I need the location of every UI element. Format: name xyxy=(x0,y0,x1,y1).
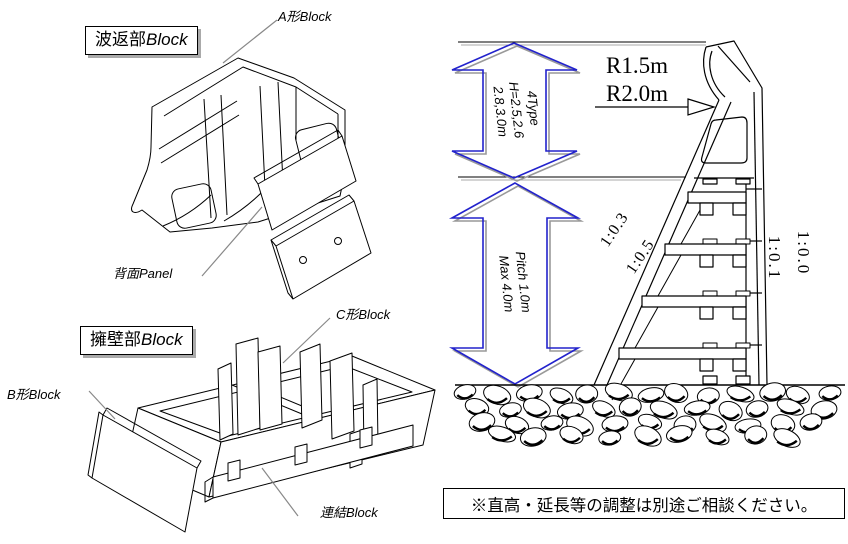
wave-block-title-jp: 波返部 xyxy=(95,30,146,49)
radius-label-r2: R2.0m xyxy=(606,81,668,106)
footnote-text: ※直高・延長等の調整は別途ご相談ください。 xyxy=(470,496,818,515)
a-block-label: A形Block xyxy=(278,9,332,24)
back-panel-drawing xyxy=(253,129,372,300)
wall-block-title-jp: 擁壁部 xyxy=(90,330,141,349)
lower-arrow-dimension-text: Pitch 1.0m Max 4.0m xyxy=(496,250,535,314)
back-slope-label-2: 1:0.1 xyxy=(765,235,784,281)
ground-rubble xyxy=(453,382,845,448)
wall-block-title-en: Block xyxy=(141,330,183,349)
renketsu-block-label: 連結Block xyxy=(320,505,378,520)
wave-block-title-en: Block xyxy=(146,30,188,49)
radius-label-r1: R1.5m xyxy=(606,53,668,78)
height-dimension-arrows xyxy=(448,42,585,388)
leader-lines xyxy=(88,19,331,517)
wall-block-title-box: 擁壁部Block xyxy=(80,326,193,356)
wall-assembly-drawing xyxy=(87,337,436,533)
wave-block-title-box: 波返部Block xyxy=(85,26,198,56)
radius-leader-arrow xyxy=(595,98,717,116)
footnote-box: ※直高・延長等の調整は別途ご相談ください。 xyxy=(443,488,845,519)
back-slope-label-1: 1:0.0 xyxy=(794,230,813,276)
c-block-label: C形Block xyxy=(336,307,391,322)
section-reference-lines xyxy=(458,41,706,181)
wall-cross-section xyxy=(593,40,768,401)
upper-arrow-dimension-text: 4Type H=2.5,2.6 2.8,3.0m xyxy=(490,80,544,139)
b-block-label: B形Block xyxy=(7,387,61,402)
back-panel-label: 背面Panel xyxy=(113,266,173,281)
